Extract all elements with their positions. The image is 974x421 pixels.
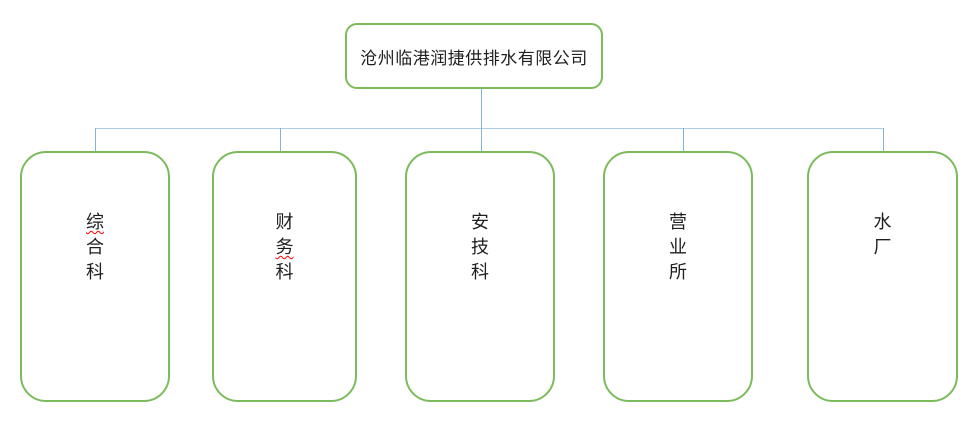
dept-char: 厂	[873, 237, 892, 257]
dept-char-misspelled: 务	[275, 237, 294, 257]
dept-char: 安	[471, 212, 489, 232]
dept-label: 安技科	[471, 210, 489, 285]
dept-box-business-office[interactable]: 营业所	[603, 151, 753, 402]
dept-char: 合	[86, 237, 104, 257]
dept-char: 科	[471, 262, 489, 282]
dept-box-general-affairs[interactable]: 综合科	[20, 151, 170, 402]
dept-label: 综合科	[86, 210, 104, 285]
connector-crossbar	[95, 128, 884, 129]
connector-drop-1	[95, 128, 96, 152]
dept-char: 水	[873, 212, 892, 232]
dept-char: 技	[471, 237, 489, 257]
dept-label: 财务科	[276, 210, 294, 285]
dept-char: 所	[669, 262, 687, 282]
company-name: 沧州临港润捷供排水有限公司	[360, 48, 588, 68]
dept-char: 业	[669, 237, 687, 257]
connector-drop-4	[683, 128, 684, 152]
dept-char: 营	[669, 212, 687, 232]
dept-label: 营业所	[669, 210, 687, 285]
dept-box-finance[interactable]: 财务科	[212, 151, 357, 402]
dept-char: 科	[86, 262, 104, 282]
connector-root-stem	[481, 89, 482, 128]
dept-box-water-plant[interactable]: 水厂	[807, 151, 958, 402]
dept-label: 水厂	[874, 210, 892, 260]
company-root-box[interactable]: 沧州临港润捷供排水有限公司	[345, 23, 603, 89]
connector-drop-3	[481, 128, 482, 152]
dept-char: 科	[275, 262, 294, 282]
dept-char-misspelled: 综	[86, 212, 104, 232]
connector-drop-2	[280, 128, 281, 152]
dept-box-safety-tech[interactable]: 安技科	[405, 151, 555, 402]
connector-drop-5	[883, 128, 884, 152]
dept-char: 财	[275, 212, 294, 232]
